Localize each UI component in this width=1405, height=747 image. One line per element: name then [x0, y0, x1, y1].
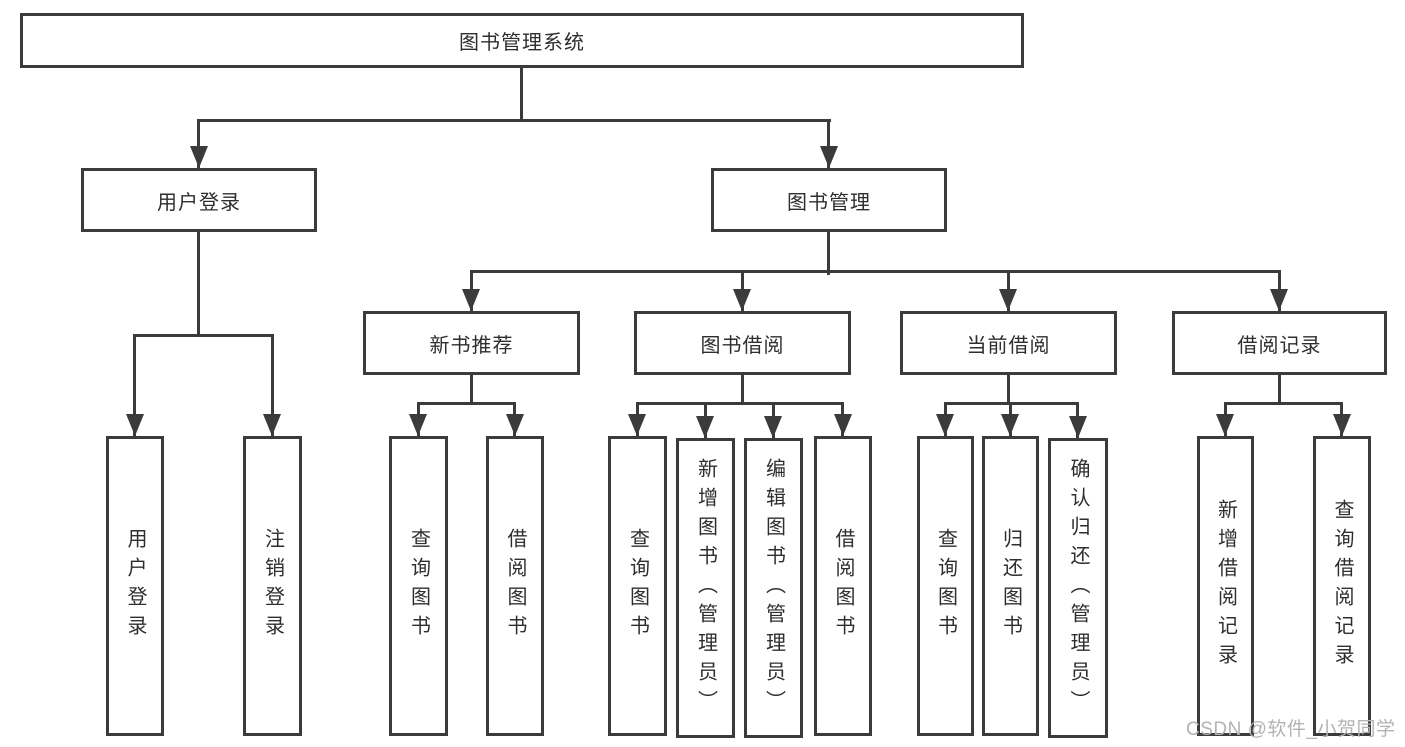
arrow-down-icon [733, 289, 751, 311]
node-label: 图书管理系统 [459, 32, 585, 54]
node-current-borrowing: 当前借阅 [900, 311, 1117, 375]
connector-line [133, 334, 136, 436]
arrow-down-icon [1270, 289, 1288, 311]
connector-line [1224, 402, 1343, 405]
leaf-logout: 注销登录 [243, 436, 302, 736]
leaf-add-borrow-record: 新增借阅记录 [1197, 436, 1254, 736]
connector-line [470, 375, 473, 404]
leaf-edit-books-admin: 编辑图书（管理员） [744, 438, 803, 738]
arrow-down-icon [834, 414, 852, 436]
leaf-query-borrow-record: 查询借阅记录 [1313, 436, 1371, 736]
node-borrowing-records: 借阅记录 [1172, 311, 1387, 375]
arrow-down-icon [1069, 416, 1087, 438]
node-label: 用户登录 [157, 191, 241, 214]
leaf-query-books-borrow: 查询图书 [608, 436, 667, 736]
connector-line [827, 119, 830, 168]
arrow-down-icon [506, 414, 524, 436]
leaf-confirm-return-admin: 确认归还（管理员） [1048, 438, 1108, 738]
connector-line [741, 375, 744, 404]
arrow-down-icon [1216, 414, 1234, 436]
arrow-down-icon [263, 414, 281, 436]
leaf-borrow-books: 借阅图书 [814, 436, 872, 736]
node-library-management-system: 图书管理系统 [20, 13, 1024, 68]
node-label: 查询图书 [934, 528, 957, 644]
leaf-add-books-admin: 新增图书（管理员） [676, 438, 735, 738]
connector-line [197, 232, 200, 337]
leaf-query-books-current: 查询图书 [917, 436, 974, 736]
node-book-management: 图书管理 [711, 168, 947, 232]
arrow-down-icon [409, 414, 427, 436]
node-label: 注销登录 [261, 528, 284, 644]
node-label: 图书借阅 [700, 334, 785, 357]
arrow-down-icon [1333, 414, 1351, 436]
node-label: 借阅记录 [1237, 334, 1322, 357]
connector-line [417, 402, 516, 405]
arrow-down-icon [936, 414, 954, 436]
node-label: 新增借阅记录 [1214, 499, 1237, 673]
node-label: 确认归还（管理员） [1067, 457, 1089, 719]
arrow-down-icon [126, 414, 144, 436]
node-label: 图书管理 [787, 191, 871, 214]
leaf-user-login: 用户登录 [106, 436, 164, 736]
node-label: 借阅图书 [504, 528, 526, 644]
connector-line [133, 334, 274, 337]
arrow-down-icon [462, 289, 480, 311]
node-label: 新增图书（管理员） [694, 457, 717, 719]
node-book-borrowing: 图书借阅 [634, 311, 851, 375]
connector-line [470, 270, 1281, 273]
node-label: 查询图书 [407, 528, 430, 644]
node-label: 编辑图书（管理员） [762, 457, 785, 719]
node-label: 新书推荐 [429, 334, 514, 357]
arrow-down-icon [820, 146, 838, 168]
node-label: 借阅图书 [832, 528, 854, 644]
arrow-down-icon [764, 416, 782, 438]
watermark: CSDN @软件_小贺同学 [1186, 719, 1396, 740]
node-new-book-recommend: 新书推荐 [363, 311, 580, 375]
arrow-down-icon [190, 146, 208, 168]
connector-line [827, 232, 830, 275]
leaf-query-books-recommend: 查询图书 [389, 436, 448, 736]
arrow-down-icon [628, 414, 646, 436]
node-label: 用户登录 [124, 528, 146, 644]
leaf-borrow-books-recommend: 借阅图书 [486, 436, 544, 736]
connector-line [197, 119, 200, 168]
node-label: 归还图书 [999, 528, 1022, 644]
leaf-return-books: 归还图书 [982, 436, 1039, 736]
node-label: 查询借阅记录 [1331, 499, 1353, 673]
arrow-down-icon [696, 416, 714, 438]
connector-line [1007, 375, 1010, 404]
connector-line [636, 402, 844, 405]
node-label: 查询图书 [626, 528, 649, 644]
connector-line [520, 68, 523, 122]
connector-line [1278, 375, 1281, 404]
node-user-login: 用户登录 [81, 168, 317, 232]
arrow-down-icon [1001, 414, 1019, 436]
connector-line [197, 119, 831, 122]
node-label: 当前借阅 [966, 334, 1051, 357]
connector-line [271, 334, 274, 436]
arrow-down-icon [999, 289, 1017, 311]
